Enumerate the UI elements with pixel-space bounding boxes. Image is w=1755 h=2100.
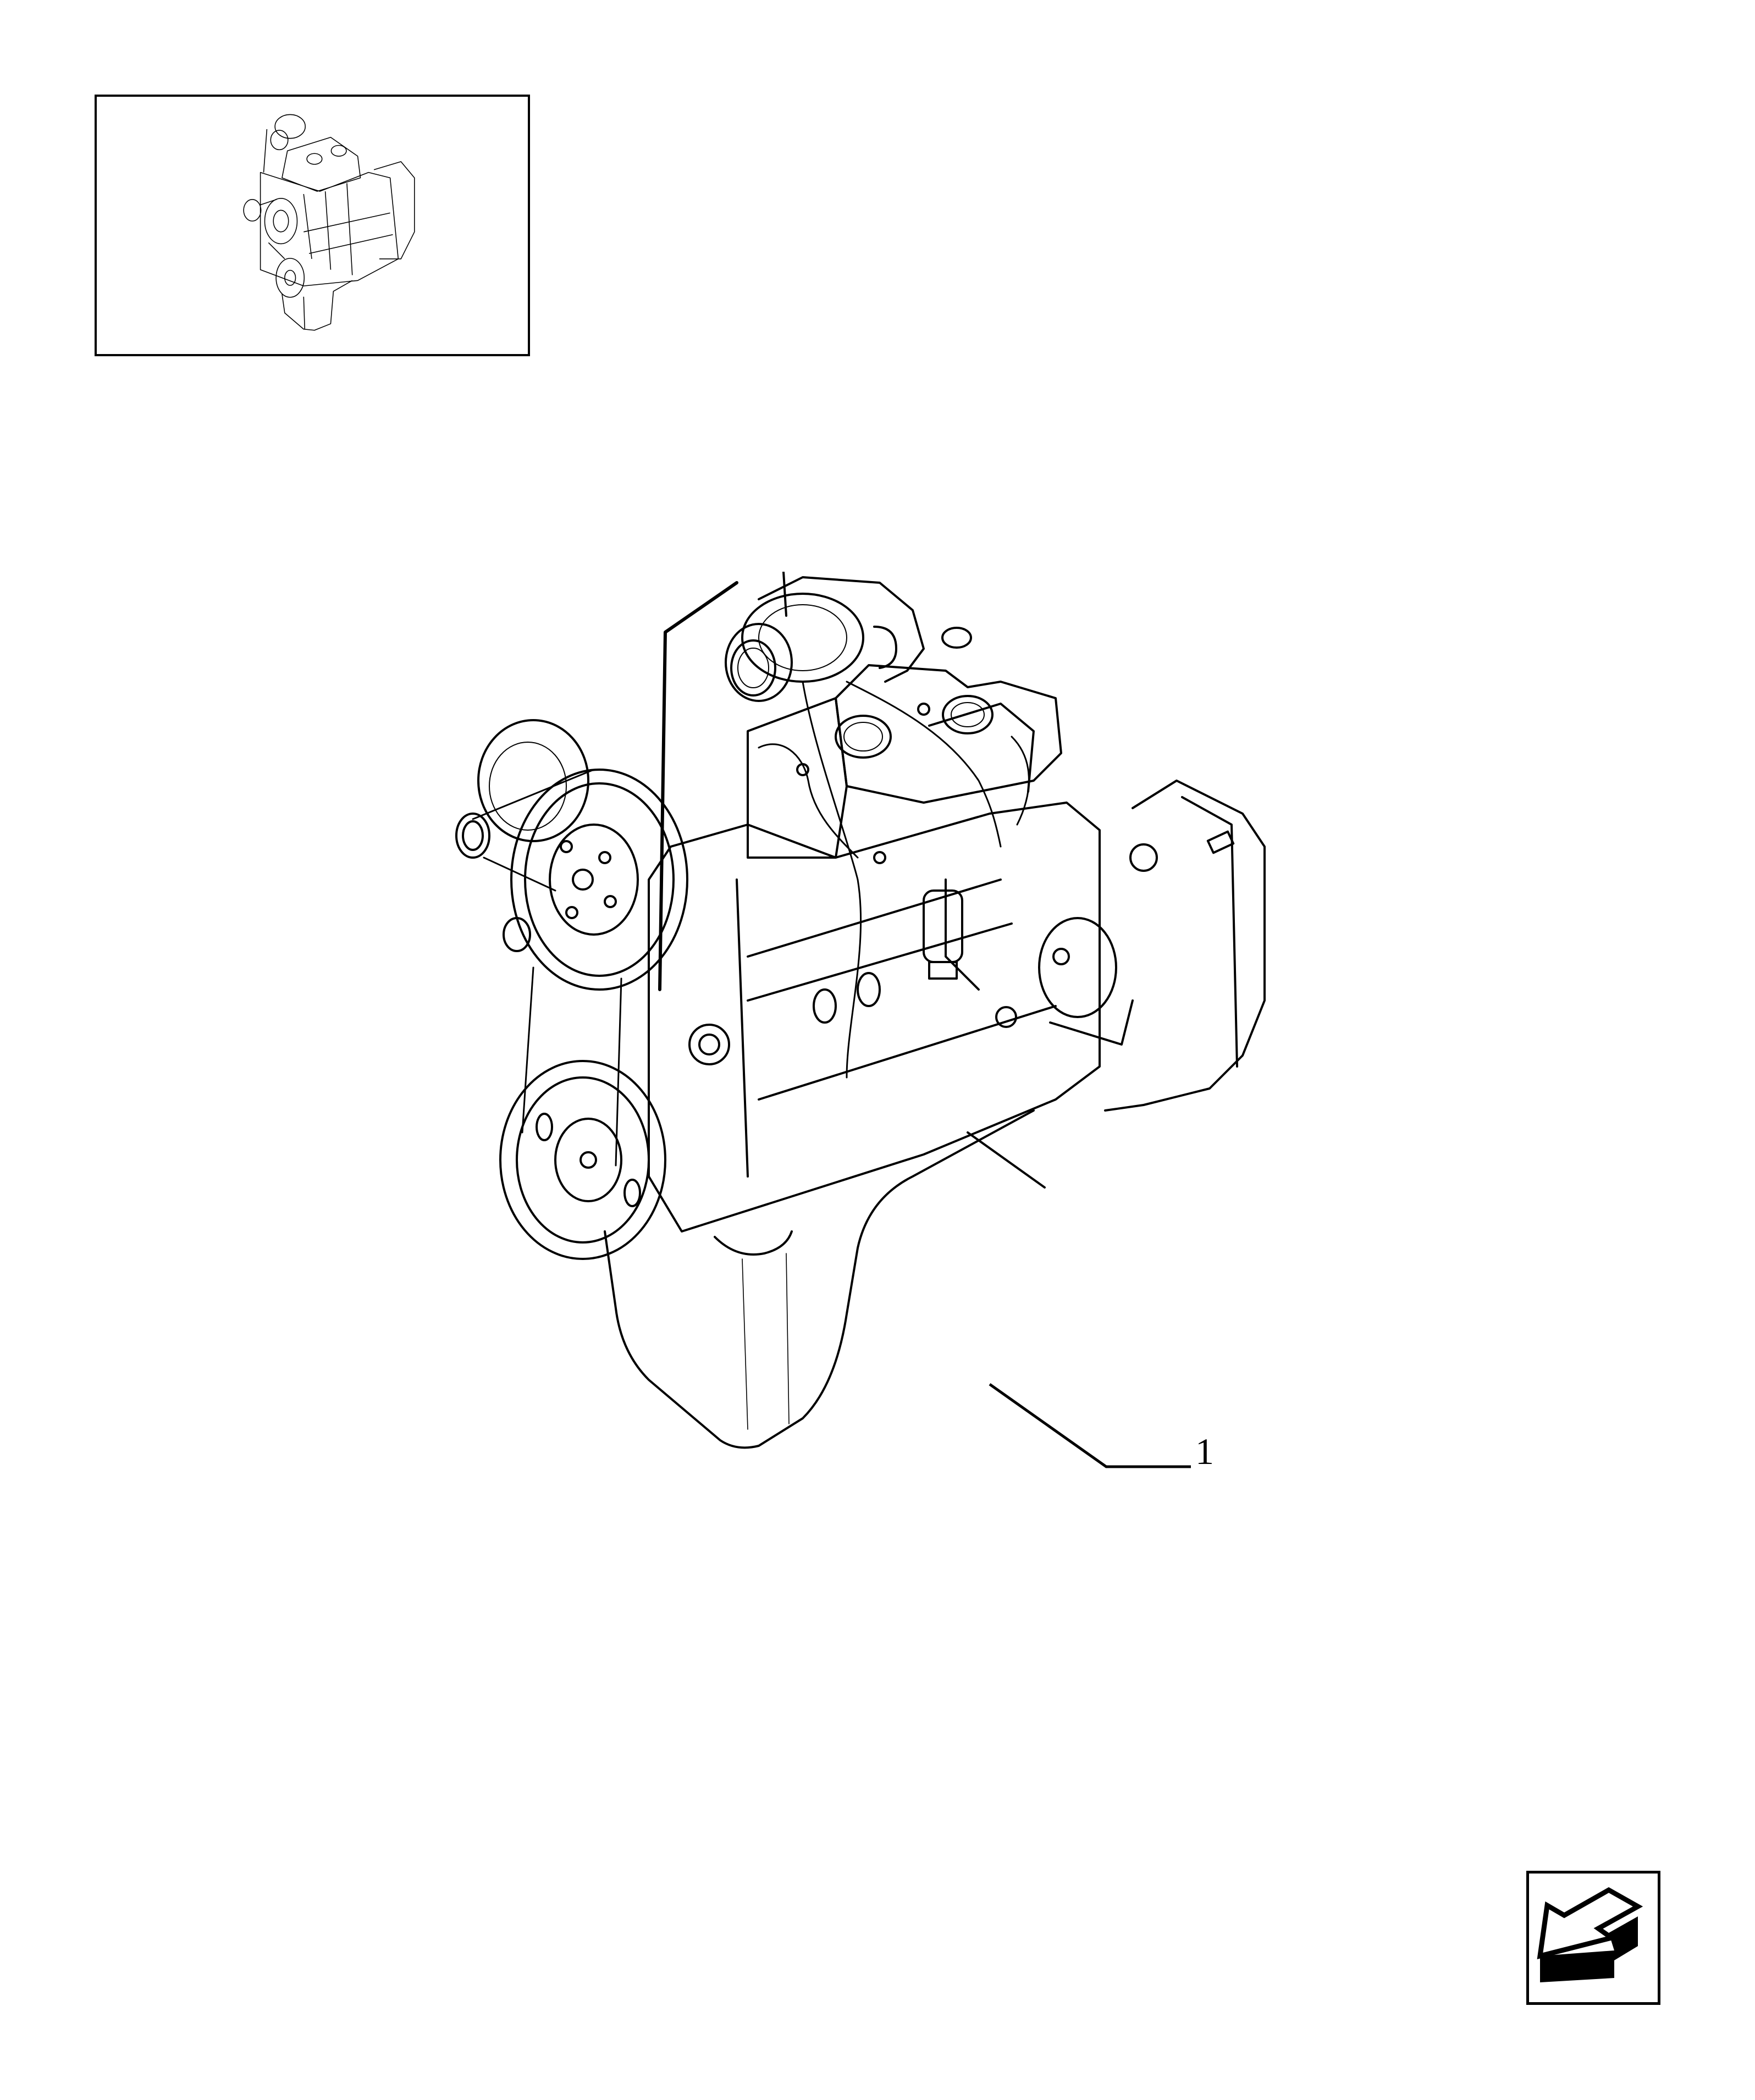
water-pump-pulley-icon: [510, 769, 688, 991]
crankshaft-pulley-icon: [499, 1060, 666, 1260]
overview-thumbnail[interactable]: [95, 95, 530, 356]
rocker-cover-icon: [747, 627, 1062, 864]
oil-sump-icon: [604, 1109, 1046, 1449]
engine-block-icon: [648, 802, 1101, 1233]
engine-assembly-illustration-icon: [455, 571, 1266, 1449]
return-arrow-icon: [1537, 1887, 1643, 1982]
navigation-back-button[interactable]: [1526, 1871, 1660, 2005]
gear-housing-icon: [1038, 780, 1266, 1112]
engine-assembly-figure[interactable]: [451, 571, 1364, 1616]
callout-label-1[interactable]: 1: [1195, 1430, 1214, 1472]
turbocharger-icon: [725, 571, 925, 702]
alternator-icon: [455, 719, 589, 859]
engine-overview-thumbnail-icon: [243, 114, 415, 331]
